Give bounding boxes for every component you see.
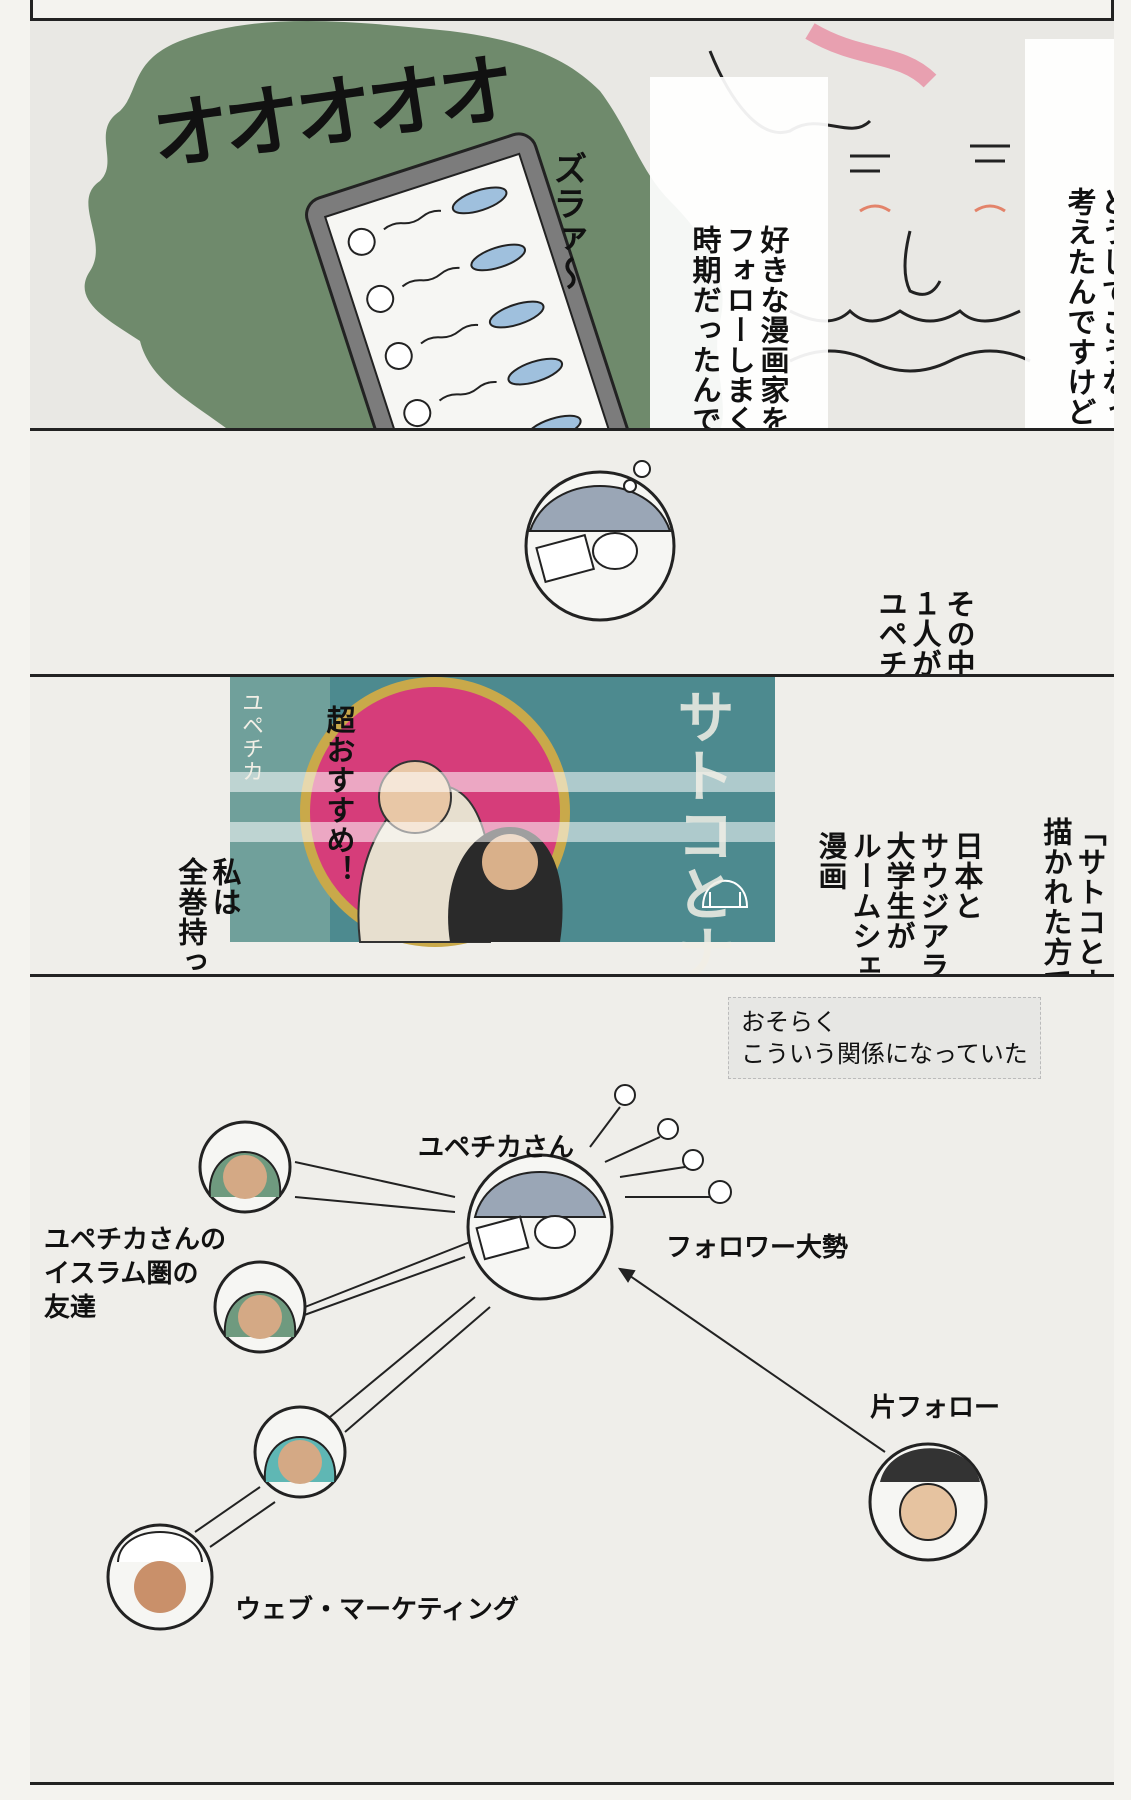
- yupechika-avatar: [524, 460, 676, 622]
- caption-story: 日本と サウジアラビアの 大学生が ルームシェアする 漫画: [780, 691, 1018, 974]
- caption-followed-artists: 好きな漫画家を フォローしまくってた 時期だったんですよね: [650, 77, 828, 428]
- caption-line: 時期だったんですよね: [688, 225, 722, 428]
- follow-arrows: [194, 1161, 886, 1548]
- phone-icon: [305, 132, 657, 428]
- label-followers: フォロワー大勢: [666, 1233, 849, 1263]
- note-line: こういう関係になっていた: [741, 1040, 1028, 1068]
- caption-one-of-them: その中の １人が ユペチカさん: [840, 449, 1010, 674]
- caption-line: 考えたんですけど: [1063, 187, 1097, 427]
- caption-line: 描かれた方ですね: [1039, 817, 1073, 974]
- one-way-avatar: [868, 1442, 988, 1562]
- caption-line: 私は: [208, 857, 242, 917]
- caption-line: 「サトコとナダ」を: [1073, 817, 1107, 974]
- cover-girl-icon: [701, 879, 749, 908]
- caption-line: ユペチカさん: [874, 589, 908, 674]
- label-line: ユペチカさんの: [44, 1225, 227, 1255]
- friend-avatar-1: [198, 1120, 292, 1214]
- label-islamic-friends: ユペチカさんの イスラム圏の 友達: [44, 1223, 226, 1325]
- label-web-marketing: ウェブ・マーケティング: [235, 1595, 519, 1625]
- note-line: おそらく: [741, 1008, 837, 1036]
- caption-line: 全巻持ってます: [174, 857, 208, 974]
- panel-1-art: [84, 21, 1031, 428]
- caption-line: 日本と: [950, 831, 984, 921]
- panel-3: サトコとナダ ユペチカ 「サトコとナダ」を 描かれた方ですね 日本と サウジアラ…: [30, 674, 1114, 974]
- relationship-note: おそらく こういう関係になっていた: [728, 997, 1041, 1079]
- caption-line: どうしてこうなったか: [1097, 187, 1114, 428]
- label-line: イスラム圏の: [44, 1259, 199, 1289]
- friend-avatar-2: [213, 1260, 307, 1354]
- sfx-zura-text: ズラァ〜: [547, 151, 587, 291]
- caption-line: 漫画: [814, 831, 848, 891]
- caption-line: フォローしまくってた: [722, 225, 756, 428]
- follower-lines: [589, 1084, 732, 1204]
- label-one-way-follow: 片フォロー: [870, 1393, 1001, 1423]
- caption-recommend: 超おすすめ！: [322, 705, 356, 885]
- panel-1: オオオオオ ズラァ〜 好きな漫画家を フォローしまくってた 時期だったんですよね…: [30, 18, 1114, 428]
- book-cover-image: [230, 677, 775, 947]
- friend-avatar-3: [253, 1405, 347, 1499]
- caption-why: どうしてこうなったか 考えたんですけど: [1025, 39, 1114, 428]
- label-yupechika: ユペチカさん: [418, 1133, 575, 1163]
- panel-2: その中の １人が ユペチカさん: [30, 428, 1114, 674]
- caption-line: 好きな漫画家を: [756, 225, 790, 428]
- caption-line: サウジアラビアの: [916, 831, 950, 974]
- center-avatar-yupechika: [466, 1153, 614, 1301]
- label-line: 友達: [44, 1293, 97, 1323]
- caption-creator: 「サトコとナダ」を 描かれた方ですね: [1005, 677, 1114, 974]
- cover-title: サトコとナダ: [667, 687, 735, 974]
- caption-own-all: 私は 全巻持ってます: [140, 717, 276, 974]
- caption-line: １人が: [908, 589, 942, 674]
- caption-line: 大学生が: [882, 831, 916, 951]
- relationship-diagram: [106, 1084, 988, 1631]
- marketing-avatar: [106, 1523, 214, 1631]
- caption-line: その中の: [942, 589, 976, 674]
- cover-author: ユペチカ: [238, 691, 263, 783]
- panel-4: おそらく こういう関係になっていた ユペチカさん フォロワー大勢 ユペチカさんの…: [30, 974, 1114, 1785]
- caption-line: ルームシェアする: [848, 831, 882, 974]
